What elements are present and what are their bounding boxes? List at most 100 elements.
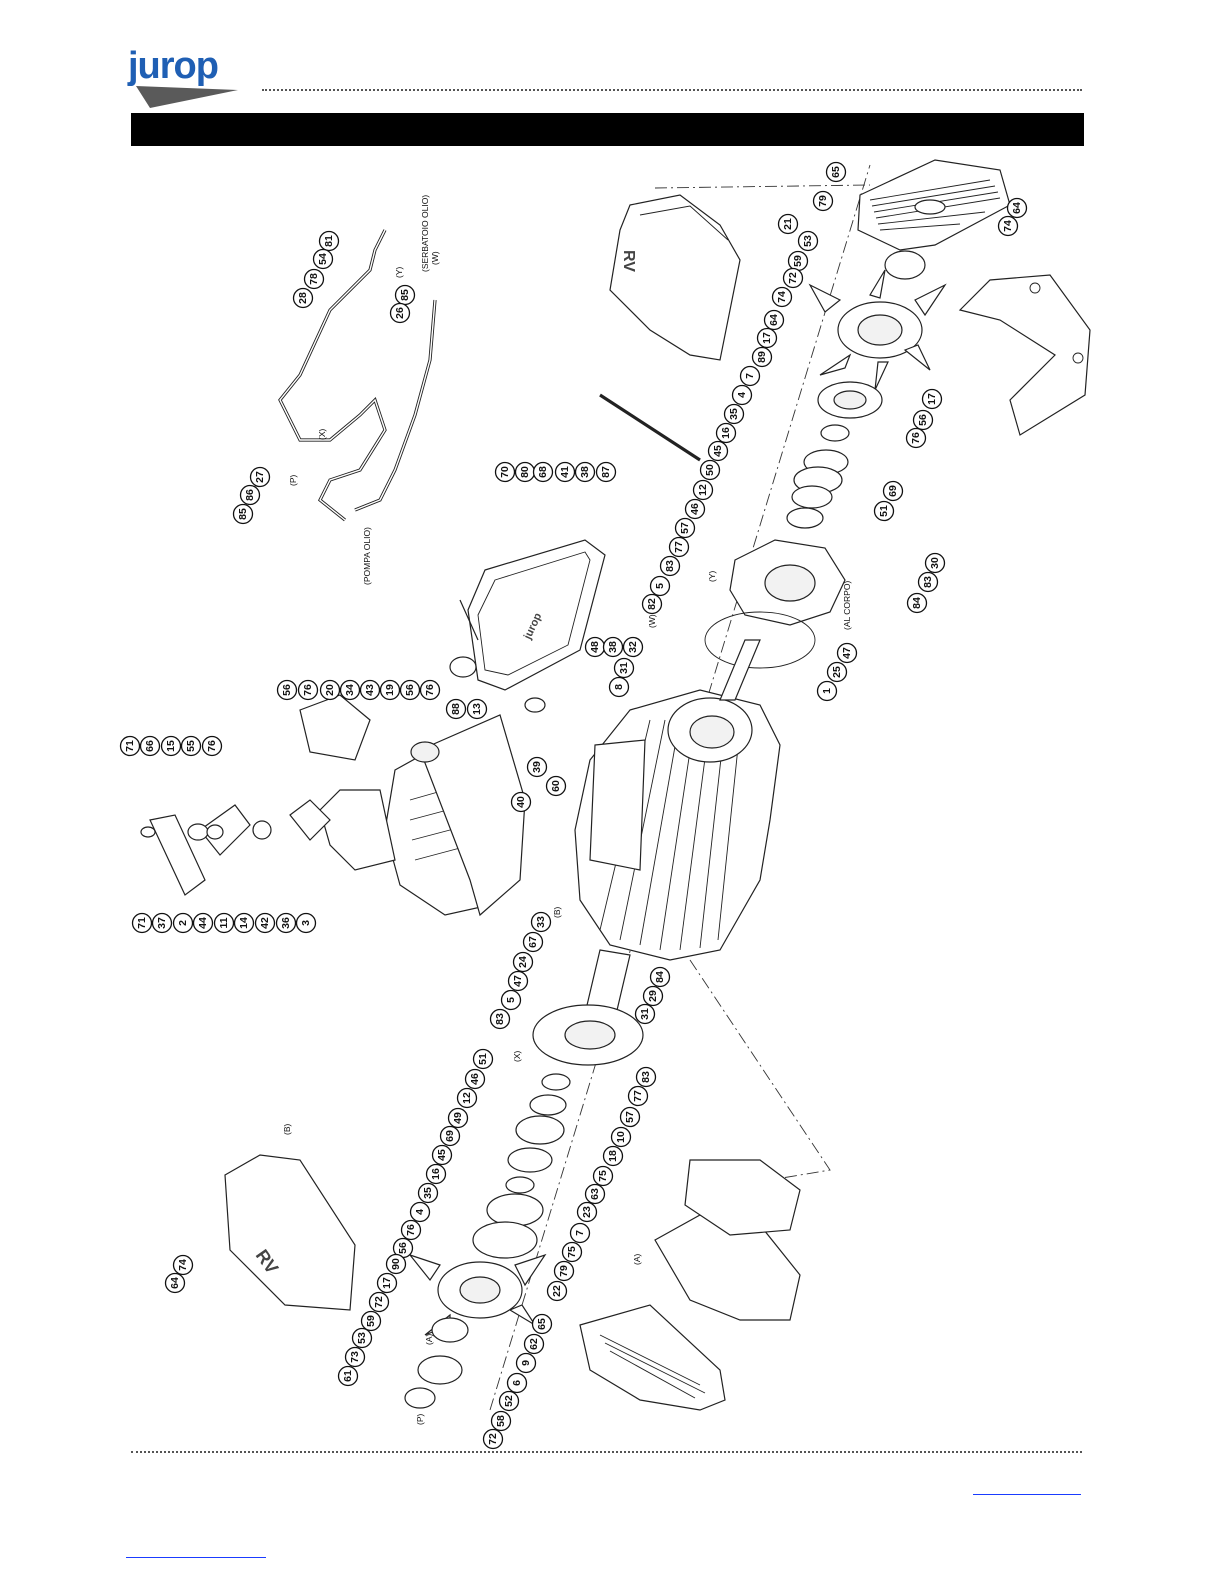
callout-circle: [882, 480, 904, 502]
callout-circle: [482, 1428, 504, 1450]
guard-axis: [689, 959, 831, 1181]
fan-guard-lower-left: RV: [224, 1154, 356, 1311]
callout-circle: [399, 679, 421, 701]
callout-label: 10: [615, 1131, 627, 1143]
callout-circle: [763, 309, 785, 331]
logo-text: jurop: [128, 45, 219, 87]
callout-40: 40: [510, 791, 532, 813]
callout-39: 39: [526, 756, 548, 778]
callout-36: 36: [275, 912, 297, 934]
callout-44: 44: [192, 912, 214, 934]
callout-circle: [635, 1066, 657, 1088]
callout-78: 78: [303, 268, 325, 290]
callout-label: 78: [308, 273, 320, 285]
callout-circle: [622, 636, 644, 658]
callout-76: 76: [905, 427, 927, 449]
callout-76: 76: [297, 679, 319, 701]
end-parts-lower: [404, 1355, 463, 1409]
callout-circle: [546, 1280, 568, 1302]
callout-17: 17: [376, 1272, 398, 1294]
callout-label: 28: [297, 292, 309, 304]
callout-33: 33: [530, 911, 552, 933]
callout-label: 39: [531, 761, 543, 773]
callout-label: 35: [728, 408, 740, 420]
callout-circle: [318, 230, 340, 252]
callout-circle: [515, 1352, 537, 1374]
callout-circle: [692, 479, 714, 501]
callout-68: 68: [532, 461, 554, 483]
note-al-corpo: (AL CORPO): [842, 581, 852, 630]
callout-circle: [425, 1163, 447, 1185]
callout-85: 85: [394, 284, 416, 306]
callout-13: 13: [466, 698, 488, 720]
callout-circle: [506, 1372, 528, 1394]
callout-circle: [634, 1003, 656, 1025]
callout-label: 81: [323, 235, 335, 247]
callout-label: 75: [566, 1246, 578, 1258]
callout-79: 79: [812, 190, 834, 212]
callout-label: 25: [831, 666, 843, 678]
guard-stamp-right: RV: [620, 250, 637, 272]
callout-circle: [233, 912, 255, 934]
callout-31: 31: [613, 657, 635, 679]
callout-56: 56: [276, 679, 298, 701]
stud-axis: [654, 184, 871, 189]
callout-circle: [466, 698, 488, 720]
note-w2: (W): [647, 614, 657, 628]
callout-circle: [649, 966, 671, 988]
logo-swoosh-icon: [136, 86, 238, 108]
callout-circle: [385, 1253, 407, 1275]
callout-circle: [180, 735, 202, 757]
callout-circle: [836, 642, 858, 664]
callout-label: 16: [430, 1168, 442, 1180]
callout-label: 66: [144, 740, 156, 752]
callout-71: 71: [119, 735, 141, 757]
callout-label: 59: [365, 1315, 377, 1327]
callout-label: 68: [537, 466, 549, 478]
callout-circle: [602, 1145, 624, 1167]
callout-label: 4: [736, 392, 748, 398]
callout-circle: [574, 461, 596, 483]
callout-56: 56: [912, 409, 934, 431]
callout-circle: [668, 536, 690, 558]
callout-label: 64: [1011, 202, 1023, 214]
callout-72: 72: [368, 1291, 390, 1313]
callout-label: 45: [712, 445, 724, 457]
footer-link-left[interactable]: [126, 1557, 266, 1558]
valve-housing: [384, 714, 526, 917]
footer-link-right[interactable]: [973, 1494, 1081, 1495]
callout-67: 67: [522, 931, 544, 953]
header-divider: [262, 89, 1082, 91]
note-p1: (P): [288, 475, 298, 487]
callout-label: 36: [280, 917, 292, 929]
callout-label: 38: [607, 641, 619, 653]
callout-61: 61: [337, 1365, 359, 1387]
callout-circle: [627, 1085, 649, 1107]
bearing-stack-lower: [472, 1073, 571, 1259]
callout-37: 37: [151, 912, 173, 934]
callout-8: 8: [608, 676, 630, 698]
callout-circle: [164, 1272, 186, 1294]
callout-label: 72: [373, 1296, 385, 1308]
callout-circle: [997, 215, 1019, 237]
callout-12: 12: [456, 1087, 478, 1109]
callout-62: 62: [523, 1333, 545, 1355]
callout-circle: [699, 459, 721, 481]
callout-38: 38: [574, 461, 596, 483]
callout-label: 17: [761, 332, 773, 344]
callout-label: 30: [929, 557, 941, 569]
callout-88: 88: [445, 698, 467, 720]
callout-circle: [376, 1272, 398, 1294]
callout-label: 80: [519, 466, 531, 478]
callout-label: 88: [450, 703, 462, 715]
callout-76: 76: [419, 679, 441, 701]
callout-51: 51: [873, 500, 895, 522]
callout-38: 38: [602, 636, 624, 658]
callout-circle: [906, 592, 928, 614]
callout-circle: [131, 912, 153, 934]
callout-label: 76: [910, 432, 922, 444]
note-pompa: (POMPA OLIO): [362, 527, 372, 585]
callout-circle: [400, 1219, 422, 1241]
callout-circle: [464, 1068, 486, 1090]
